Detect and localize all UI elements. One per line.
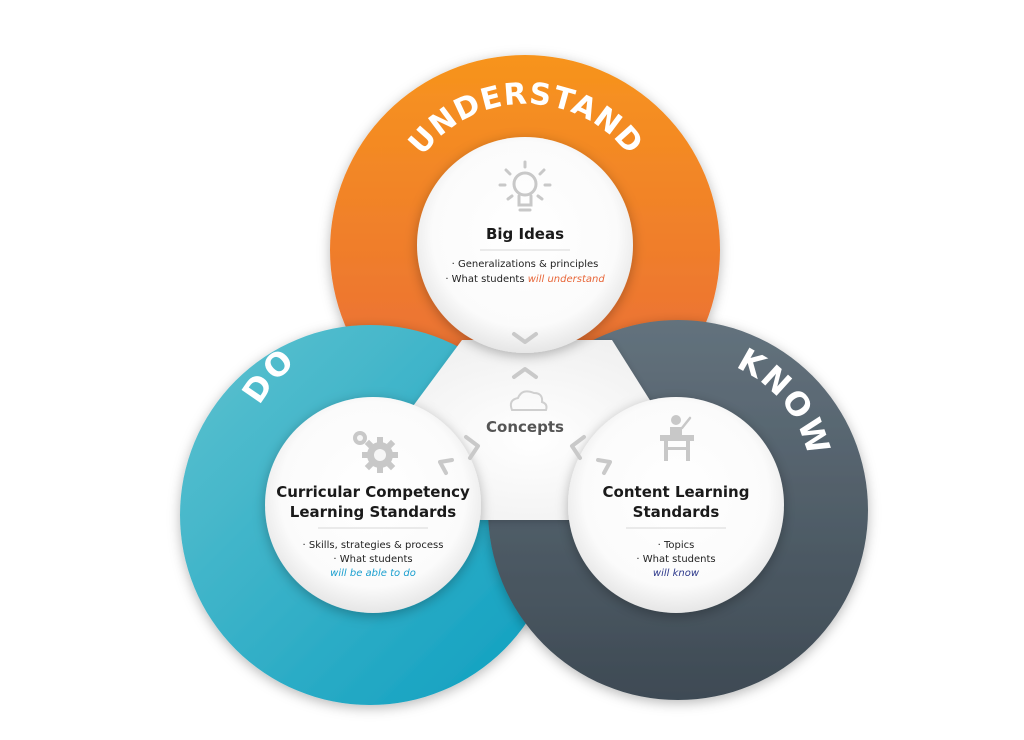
chevron-up-icon: [512, 367, 538, 379]
content-title-line-2: Standards: [633, 503, 720, 521]
big-ideas-title: Big Ideas: [486, 225, 564, 243]
chevron-left-icon-right: [570, 435, 586, 460]
gears-icon: [353, 431, 398, 473]
chevron-left-icon-left: [438, 458, 454, 475]
content-bullet-2: · What students: [636, 554, 715, 565]
concepts-label: Concepts: [486, 418, 564, 436]
chevron-right-icon-left: [464, 435, 480, 460]
teacher-icon: [660, 415, 694, 461]
big-ideas-circle: [417, 137, 633, 353]
curricular-emph: will be able to do: [330, 568, 416, 579]
chevron-down-icon: [512, 332, 538, 344]
big-ideas-emph: will understand: [528, 274, 606, 285]
content-title-line-1: Content Learning: [603, 483, 750, 501]
curricular-title-line-1: Curricular Competency: [276, 483, 470, 501]
big-ideas-bullet-1: · Generalizations & principles: [452, 259, 599, 270]
big-ideas-bullet-2: · What students will understand: [445, 274, 605, 285]
curricular-circle: [265, 397, 481, 613]
content-emph: will know: [653, 568, 700, 579]
lightbulb-icon: [498, 160, 552, 212]
content-circle: [568, 397, 784, 613]
chevron-right-icon-right: [596, 458, 612, 475]
curricular-title-line-2: Learning Standards: [290, 503, 456, 521]
big-ideas-bullet-2-prefix: · What students: [445, 274, 527, 285]
content-emph-prefix: will: [653, 568, 673, 579]
content-emph-word: know: [673, 568, 700, 579]
cloud-icon: [509, 390, 548, 411]
curricular-bullet-1: · Skills, strategies & process: [303, 540, 444, 551]
curricular-bullet-2: · What students: [333, 554, 412, 565]
content-bullet-1: · Topics: [658, 540, 695, 551]
